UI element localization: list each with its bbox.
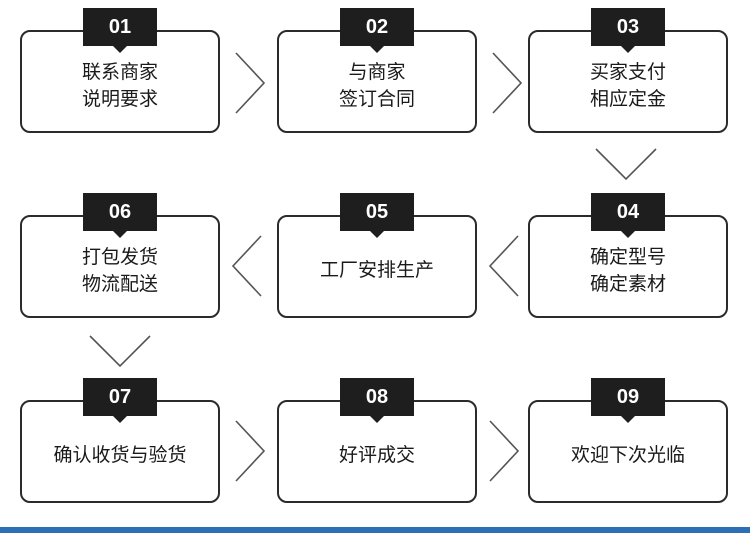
step-label-line: 打包发货 [81,245,158,268]
step-number-badge: 07 [83,378,157,423]
step-number-badge: 01 [83,8,157,53]
step-label-line: 相应定金 [589,87,666,110]
step-label: 打包发货物流配送 [22,244,218,298]
step-label-line: 物流配送 [81,272,158,295]
step-label: 买家支付相应定金 [530,59,726,113]
step-label: 确定型号确定素材 [530,244,726,298]
chevron-right-icon [489,420,520,482]
step-label: 好评成交 [279,442,475,469]
chevron-left-icon [231,235,262,297]
chevron-down-icon [595,148,657,181]
step-number-badge: 02 [340,8,414,53]
step-label-line: 签订合同 [338,87,415,110]
step-label: 确认收货与验货 [22,442,218,469]
step-label-line: 与商家 [348,60,406,83]
step-label-line: 说明要求 [81,87,158,110]
chevron-right-icon [235,420,266,482]
step-label-line: 好评成交 [338,444,415,466]
step-label-line: 联系商家 [81,60,158,83]
chevron-down-icon [89,335,151,368]
chevron-right-icon [492,52,523,114]
step-number-badge: 09 [591,378,665,423]
step-label: 与商家签订合同 [279,59,475,113]
step-label-line: 欢迎下次光临 [570,444,685,466]
step-label: 欢迎下次光临 [530,442,726,469]
chevron-left-icon [488,235,519,297]
step-label-line: 确认收货与验货 [53,444,187,466]
step-label: 工厂安排生产 [279,257,475,284]
step-number-badge: 03 [591,8,665,53]
step-number-badge: 04 [591,193,665,238]
step-label: 联系商家说明要求 [22,59,218,113]
step-number-badge: 08 [340,378,414,423]
step-label-line: 确定型号 [589,245,666,268]
step-number-badge: 05 [340,193,414,238]
step-label-line: 工厂安排生产 [319,259,434,281]
bottom-accent-bar [0,527,750,533]
chevron-right-icon [235,52,266,114]
step-label-line: 确定素材 [589,272,666,295]
step-number-badge: 06 [83,193,157,238]
step-label-line: 买家支付 [589,60,666,83]
